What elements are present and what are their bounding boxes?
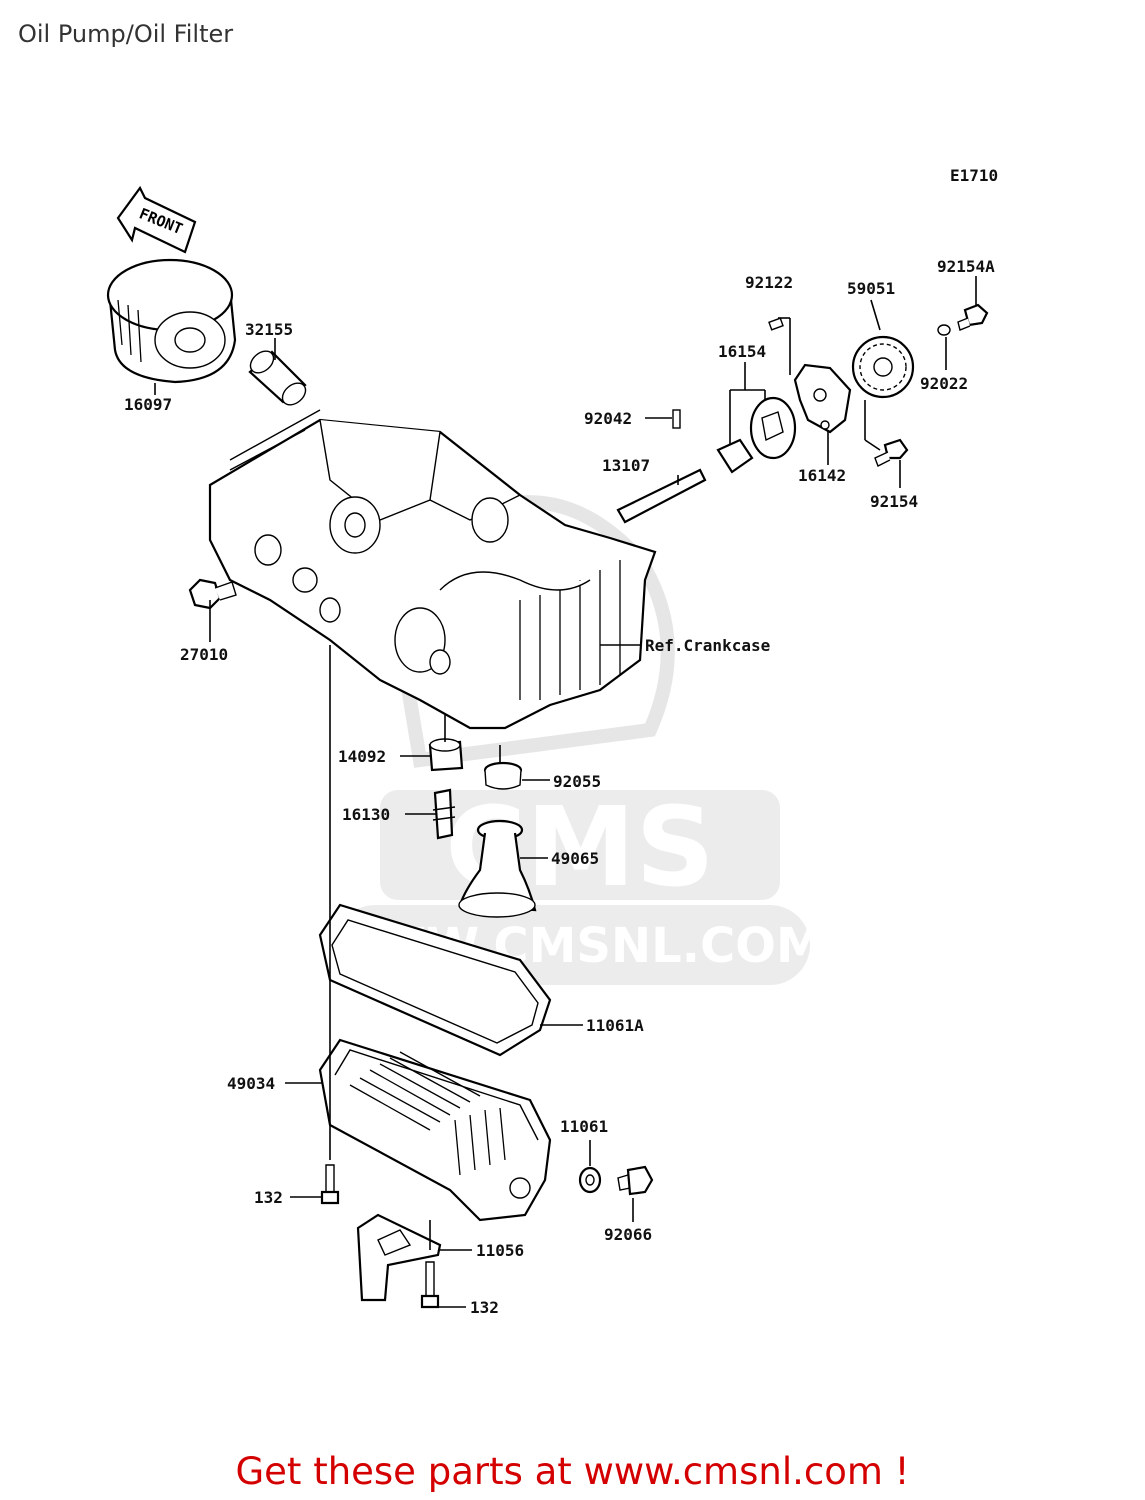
part-label[interactable]: 92042 <box>584 409 632 428</box>
part-label[interactable]: 14092 <box>338 747 386 766</box>
rotor-16154-icon <box>716 396 797 474</box>
pipe-32155-icon <box>248 350 307 406</box>
part-label[interactable]: 11061A <box>586 1016 644 1035</box>
pin-92042-icon <box>672 409 681 429</box>
part-label[interactable]: 11056 <box>476 1241 524 1260</box>
plug-92066-icon <box>617 1165 654 1196</box>
bolt-92154A-icon <box>957 303 989 331</box>
ref-crankcase-label: Ref.Crankcase <box>645 636 770 655</box>
part-label[interactable]: 13107 <box>602 456 650 475</box>
drain-bolt-27010-icon <box>188 578 237 610</box>
bolt-132-upper-icon <box>320 1164 340 1205</box>
part-label[interactable]: 11061 <box>560 1117 608 1136</box>
fitting-16130-icon <box>432 788 456 840</box>
part-label[interactable]: 92066 <box>604 1225 652 1244</box>
part-label[interactable]: 92154 <box>870 492 918 511</box>
part-label[interactable]: 16154 <box>718 342 766 361</box>
bolt-132-lower-icon <box>420 1261 440 1309</box>
part-label[interactable]: 92055 <box>553 772 601 791</box>
part-label[interactable]: 132 <box>254 1188 283 1207</box>
part-label[interactable]: 49034 <box>227 1074 275 1093</box>
part-labels: 16097 32155 27010 92122 59051 92154A 161… <box>124 257 995 1317</box>
gasket-11061A-icon <box>318 903 552 1057</box>
cap-14092-icon <box>428 738 464 772</box>
bolt-92154-icon <box>874 438 909 467</box>
part-label[interactable]: 16142 <box>798 466 846 485</box>
part-label[interactable]: 92154A <box>937 257 995 276</box>
parts-diagram: CMS WWW.CMSNL.COM E1710 FRONT <box>106 166 998 1317</box>
footer-link[interactable]: Get these parts at www.cmsnl.com ! <box>235 1450 910 1493</box>
pin-92122-icon <box>768 317 784 331</box>
page-title: Oil Pump/Oil Filter <box>18 20 234 48</box>
crankcase-icon <box>208 409 657 730</box>
part-label[interactable]: 92122 <box>745 273 793 292</box>
oil-pan-49034-icon <box>318 1038 552 1222</box>
seal-92055-icon <box>483 761 523 790</box>
strainer-49065-icon <box>458 819 537 918</box>
diagram-code: E1710 <box>950 166 998 185</box>
part-label[interactable]: 32155 <box>245 320 293 339</box>
part-label[interactable]: 92022 <box>920 374 968 393</box>
part-label[interactable]: 16130 <box>342 805 390 824</box>
oil-filter-16097-icon <box>106 258 237 384</box>
part-label[interactable]: 27010 <box>180 645 228 664</box>
part-label[interactable]: 59051 <box>847 279 895 298</box>
leader-lines <box>154 276 977 1308</box>
shaft-13107-icon <box>616 468 707 524</box>
part-label[interactable]: 132 <box>470 1298 499 1317</box>
washer-11061-icon <box>578 1166 602 1194</box>
pump-cover-16142-icon <box>793 363 852 434</box>
part-label[interactable]: 16097 <box>124 395 172 414</box>
bracket-11056-icon <box>356 1213 442 1302</box>
front-arrow-icon: FRONT <box>116 185 197 254</box>
washer-92022-icon <box>937 324 951 336</box>
part-label[interactable]: 49065 <box>551 849 599 868</box>
sprocket-59051-icon <box>851 335 915 399</box>
